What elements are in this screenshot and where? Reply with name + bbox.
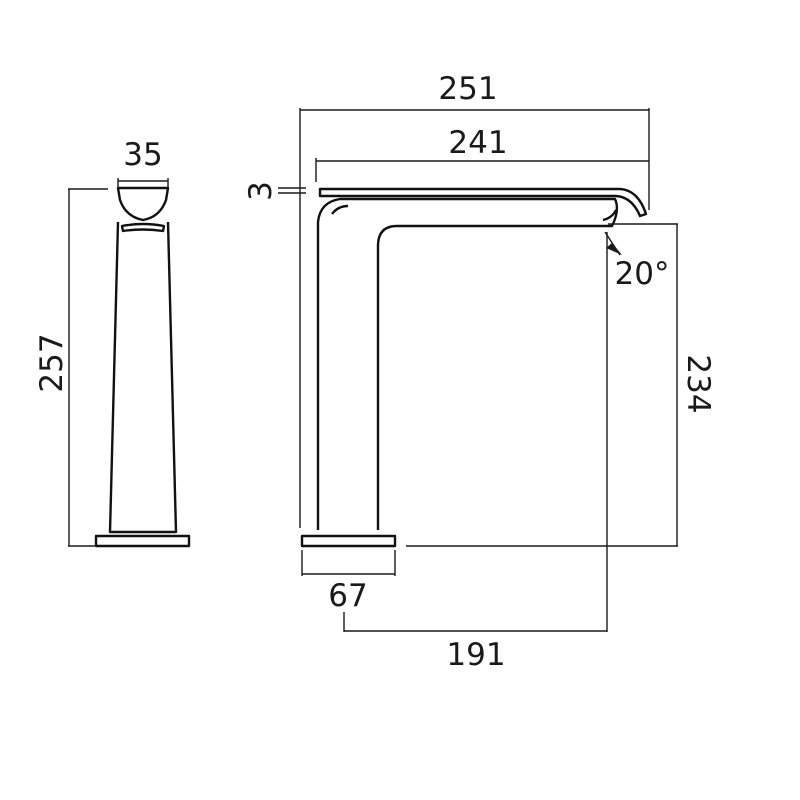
- side-view: 35 257: [34, 137, 191, 548]
- side-height-label: 257: [34, 333, 70, 392]
- projection-label: 191: [446, 637, 505, 673]
- base-width-label: 67: [328, 578, 367, 614]
- overall-reach-label: 251: [438, 71, 497, 107]
- side-width-dimension: 35: [117, 137, 169, 190]
- side-width-label: 35: [123, 137, 162, 173]
- front-view: 251 241 3 20° 234: [243, 71, 716, 673]
- outlet-height-label: 234: [680, 354, 716, 413]
- spout-reach-dimension: 241: [315, 125, 650, 210]
- projection-dimension: 191: [343, 232, 608, 673]
- spout-angle-dimension: 20°: [604, 231, 670, 292]
- side-height-dimension: 257: [34, 188, 108, 547]
- spout-reach-label: 241: [448, 125, 507, 161]
- base-width-dimension: 67: [301, 550, 396, 614]
- spout-angle-label: 20°: [615, 256, 670, 292]
- outlet-height-dimension: 234: [406, 223, 716, 547]
- lever-thickness-dimension: 3: [243, 181, 306, 201]
- lever-thickness-label: 3: [243, 181, 279, 201]
- side-view-body: [94, 186, 191, 548]
- front-view-body: [300, 187, 648, 548]
- overall-reach-dimension: 251: [299, 71, 650, 528]
